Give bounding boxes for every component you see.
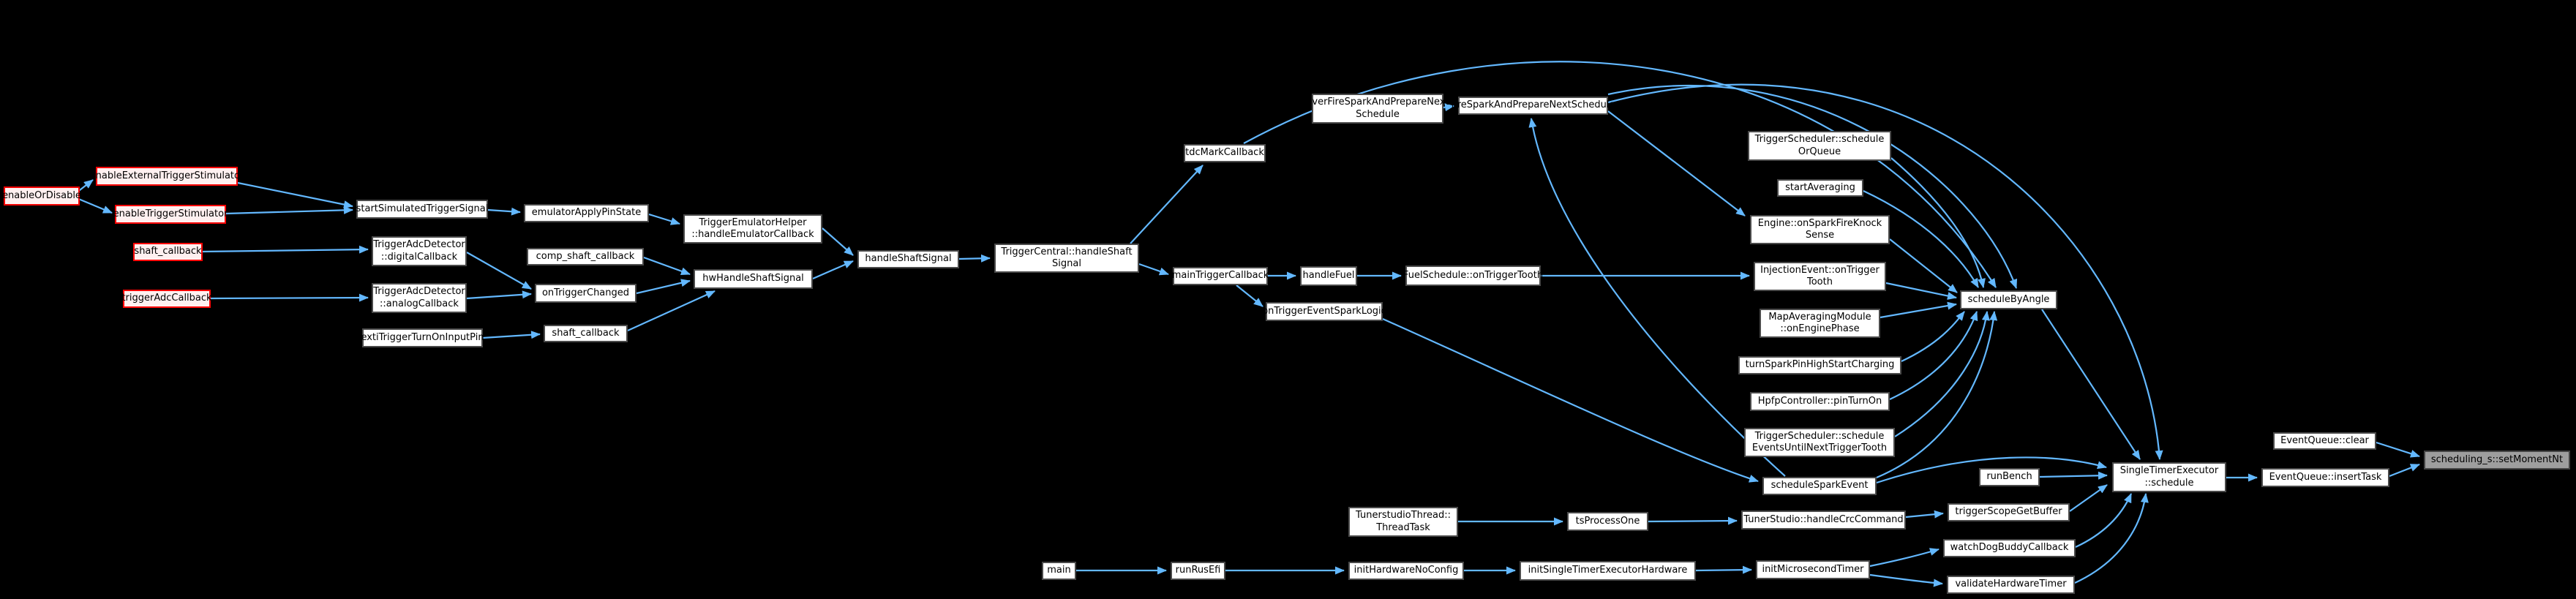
node-hwHandleShaftSignal[interactable]: hwHandleShaftSignal bbox=[694, 269, 813, 289]
edge-TriggerScheduler_scheduleOrQueue-to-scheduleByAngle bbox=[1890, 157, 1986, 288]
node-TriggerScheduler_scheduleEventsUntilNextTriggerTooth[interactable]: TriggerScheduler::schedule EventsUntilNe… bbox=[1744, 428, 1895, 457]
node-runRusEfi[interactable]: runRusEfi bbox=[1171, 562, 1225, 580]
node-shaft_callback[interactable]: shaft_callback bbox=[133, 243, 203, 261]
node-onTriggerChanged[interactable]: onTriggerChanged bbox=[535, 284, 637, 303]
edge-TunerStudio_handleCrcCommand-to-triggerScopeGetBuffer bbox=[1905, 510, 1944, 519]
edge-TriggerEmulatorHelper_handleEmulatorCallback-to-handleShaftSignal bbox=[822, 227, 854, 256]
edge-triggerScopeGetBuffer-to-SingleTimerExecutor_schedule bbox=[2069, 484, 2108, 512]
node-triggerAdcCallback[interactable]: triggerAdcCallback bbox=[121, 290, 212, 308]
edge-mainTriggerCallback-to-onTriggerEventSparkLogic bbox=[1236, 285, 1263, 307]
edge-HpfpController_pinTurnOn-to-scheduleByAngle bbox=[1889, 311, 1978, 400]
edge-runBench-to-SingleTimerExecutor_schedule bbox=[2039, 471, 2108, 480]
node-startAveraging[interactable]: startAveraging bbox=[1777, 179, 1863, 197]
edge-extiTriggerTurnOnInputPin-to-shaft_callback2 bbox=[482, 331, 541, 339]
edge-turnSparkPinHighStartCharging-to-scheduleByAngle bbox=[1901, 311, 1965, 362]
node-initSingleTimerExecutorHardware[interactable]: initSingleTimerExecutorHardware bbox=[1520, 561, 1696, 581]
edge-scheduleSparkEvent-to-scheduleByAngle bbox=[1876, 311, 1998, 479]
node-main[interactable]: main bbox=[1042, 562, 1076, 580]
edge-EventQueue_clear-to-scheduling_s_setMomentNt bbox=[2376, 441, 2420, 458]
edge-overFireSparkAndPrepareNextSchedule-to-fireSparkAndPrepareNextSchedule bbox=[1443, 103, 1454, 112]
node-TriggerAdcDetector_analogCallback[interactable]: TriggerAdcDetector ::analogCallback bbox=[372, 283, 467, 313]
edge-EventQueue_insertTask-to-scheduling_s_setMomentNt bbox=[2389, 463, 2420, 478]
edge-watchDogBuddyCallback-to-SingleTimerExecutor_schedule bbox=[2075, 493, 2133, 548]
node-extiTriggerTurnOnInputPin[interactable]: extiTriggerTurnOnInputPin bbox=[361, 328, 484, 347]
edge-fireSparkAndPrepareNextSchedule-to-Engine_onSparkFireKnockSense bbox=[1607, 110, 1746, 216]
node-FuelSchedule_onTriggerTooth[interactable]: FuelSchedule::onTriggerTooth bbox=[1403, 265, 1543, 286]
node-overFireSparkAndPrepareNextSchedule[interactable]: overFireSparkAndPrepareNext Schedule bbox=[1306, 94, 1449, 124]
node-watchDogBuddyCallback[interactable]: watchDogBuddyCallback bbox=[1943, 539, 2076, 557]
edge-startAveraging-to-scheduleByAngle bbox=[1863, 190, 1979, 288]
edge-enableOrDisable-to-enableTriggerStimulator bbox=[76, 197, 113, 214]
node-MapAveragingModule_onEnginePhase[interactable]: MapAveragingModule ::onEnginePhase bbox=[1760, 309, 1880, 338]
edge-TriggerCentral_handleShaftSignal-to-mainTriggerCallback bbox=[1138, 263, 1169, 276]
node-initMicrosecondTimer[interactable]: initMicrosecondTimer bbox=[1756, 560, 1870, 579]
node-handleFuel[interactable]: handleFuel bbox=[1300, 266, 1357, 286]
node-TriggerAdcDetector_digitalCallback[interactable]: TriggerAdcDetector ::digitalCallback bbox=[372, 236, 467, 266]
edge-initMicrosecondTimer-to-watchDogBuddyCallback bbox=[1869, 548, 1939, 568]
edge-handleShaftSignal-to-TriggerCentral_handleShaftSignal bbox=[958, 254, 991, 263]
edge-fireSparkAndPrepareNextSchedule-to-SingleTimerExecutor_schedule bbox=[1607, 83, 2163, 460]
node-onTriggerEventSparkLogic[interactable]: onTriggerEventSparkLogic bbox=[1262, 302, 1386, 321]
node-scheduleByAngle[interactable]: scheduleByAngle bbox=[1960, 290, 2057, 309]
edge-initMicrosecondTimer-to-validateHardwareTimer bbox=[1869, 573, 1943, 587]
node-InjectionEvent_onTriggerTooth[interactable]: InjectionEvent::onTrigger Tooth bbox=[1754, 262, 1886, 291]
node-comp_shaft_callback[interactable]: comp_shaft_callback bbox=[527, 248, 644, 265]
node-fireSparkAndPrepareNextSchedule[interactable]: fireSparkAndPrepareNextSchedule bbox=[1452, 97, 1615, 115]
node-enableExternalTriggerStimulator[interactable]: enableExternalTriggerStimulator bbox=[90, 167, 244, 186]
node-emulatorApplyPinState[interactable]: emulatorApplyPinState bbox=[524, 204, 649, 222]
node-TriggerEmulatorHelper_handleEmulatorCallback[interactable]: TriggerEmulatorHelper ::handleEmulatorCa… bbox=[683, 214, 822, 244]
node-TunerstudioThread_ThreadTask[interactable]: TunerstudioThread:: ThreadTask bbox=[1348, 507, 1458, 537]
edge-scheduleSparkEvent-to-fireSparkAndPrepareNextSchedule bbox=[1528, 118, 1786, 477]
node-HpfpController_pinTurnOn[interactable]: HpfpController::pinTurnOn bbox=[1750, 392, 1890, 411]
node-SingleTimerExecutor_schedule[interactable]: SingleTimerExecutor ::schedule bbox=[2112, 462, 2226, 492]
edge-MapAveragingModule_onEnginePhase-to-scheduleByAngle bbox=[1880, 301, 1957, 319]
node-triggerScopeGetBuffer[interactable]: triggerScopeGetBuffer bbox=[1948, 503, 2070, 521]
node-TriggerCentral_handleShaftSignal[interactable]: TriggerCentral::handleShaft Signal bbox=[994, 244, 1139, 273]
node-initHardwareNoConfig[interactable]: initHardwareNoConfig bbox=[1348, 562, 1464, 580]
edge-shaft_callback2-to-hwHandleShaftSignal bbox=[627, 290, 716, 332]
node-TunerStudio_handleCrcCommand[interactable]: TunerStudio::handleCrcCommand bbox=[1741, 511, 1906, 530]
edge-enableTriggerStimulator-to-startSimulatedTriggerSignal bbox=[225, 206, 353, 215]
node-runBench[interactable]: runBench bbox=[1979, 468, 2040, 486]
node-EventQueue_clear[interactable]: EventQueue::clear bbox=[2273, 432, 2376, 450]
edge-emulatorApplyPinState-to-TriggerEmulatorHelper_handleEmulatorCallback bbox=[648, 213, 680, 225]
node-turnSparkPinHighStartCharging[interactable]: turnSparkPinHighStartCharging bbox=[1738, 356, 1901, 374]
edge-scheduleSparkEvent-to-SingleTimerExecutor_schedule bbox=[1876, 456, 2107, 484]
node-EventQueue_insertTask[interactable]: EventQueue::insertTask bbox=[2261, 468, 2389, 487]
edge-TriggerCentral_handleShaftSignal-to-tdcMarkCallback bbox=[1130, 165, 1203, 244]
edge-startSimulatedTriggerSignal-to-emulatorApplyPinState bbox=[487, 207, 521, 216]
edge-shaft_callback-to-TriggerAdcDetector_digitalCallback bbox=[202, 245, 369, 254]
edge-TriggerAdcDetector_digitalCallback-to-onTriggerChanged bbox=[466, 252, 532, 290]
node-scheduleSparkEvent[interactable]: scheduleSparkEvent bbox=[1762, 477, 1877, 495]
edge-enableExternalTriggerStimulator-to-startSimulatedTriggerSignal bbox=[237, 181, 353, 208]
node-shaft_callback2[interactable]: shaft_callback bbox=[544, 325, 628, 342]
node-tdcMarkCallback[interactable]: tdcMarkCallback bbox=[1184, 144, 1266, 162]
edge-scheduleByAngle-to-SingleTimerExecutor_schedule bbox=[2041, 309, 2141, 460]
node-Engine_onSparkFireKnockSense[interactable]: Engine::onSparkFireKnock Sense bbox=[1750, 215, 1890, 244]
node-TriggerScheduler_scheduleOrQueue[interactable]: TriggerScheduler::schedule OrQueue bbox=[1748, 131, 1891, 161]
edge-tdcMarkCallback-to-scheduleByAngle bbox=[1243, 61, 1997, 288]
node-validateHardwareTimer[interactable]: validateHardwareTimer bbox=[1947, 576, 2075, 594]
edge-onTriggerEventSparkLogic-to-scheduleSparkEvent bbox=[1382, 317, 1759, 483]
node-mainTriggerCallback[interactable]: mainTriggerCallback bbox=[1172, 267, 1269, 285]
edge-validateHardwareTimer-to-SingleTimerExecutor_schedule bbox=[2074, 493, 2149, 584]
edge-TriggerAdcDetector_analogCallback-to-onTriggerChanged bbox=[466, 290, 532, 300]
node-handleShaftSignal[interactable]: handleShaftSignal bbox=[857, 250, 959, 268]
node-enableOrDisable[interactable]: enableOrDisable bbox=[2, 187, 81, 206]
edge-onTriggerChanged-to-hwHandleShaftSignal bbox=[636, 279, 691, 295]
node-scheduling_s_setMomentNt: scheduling_s::setMomentNt bbox=[2424, 451, 2570, 470]
edge-InjectionEvent_onTriggerTooth-to-scheduleByAngle bbox=[1885, 282, 1957, 300]
node-enableTriggerStimulator[interactable]: enableTriggerStimulator bbox=[113, 205, 228, 224]
node-tsProcessOne[interactable]: tsProcessOne bbox=[1567, 512, 1648, 531]
edge-hwHandleShaftSignal-to-handleShaftSignal bbox=[812, 260, 854, 280]
edge-TriggerScheduler_scheduleEventsUntilNextTriggerTooth-to-scheduleByAngle bbox=[1894, 311, 1990, 437]
node-startSimulatedTriggerSignal[interactable]: startSimulatedTriggerSignal bbox=[356, 200, 488, 219]
edge-Engine_onSparkFireKnockSense-to-scheduleByAngle bbox=[1889, 238, 1958, 293]
edge-comp_shaft_callback-to-hwHandleShaftSignal bbox=[643, 256, 691, 276]
